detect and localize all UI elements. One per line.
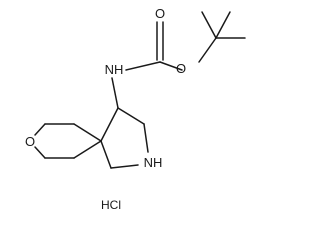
bond-tbu-c-ester-o <box>198 37 217 63</box>
bond-carbonyl-c-nh <box>125 61 161 71</box>
ring-oxygen-label: O <box>25 134 35 149</box>
bond-c3-n2 <box>143 123 149 153</box>
bond-tbu-c-methyl-top-left <box>201 11 217 39</box>
pyrrolidine-ring <box>100 107 149 169</box>
bond-spiro-c-upper <box>73 123 102 142</box>
chemical-structure: O O NH O NH HCl <box>25 6 246 212</box>
bond-o-lower-left <box>34 146 46 159</box>
bond-lower-spiro <box>73 140 102 159</box>
ester-oxygen-label: O <box>176 61 186 76</box>
bond-ester-o-carbonyl-c <box>159 61 183 71</box>
bond-spiro-c4 <box>100 107 119 142</box>
bond-nh-ring-c <box>111 77 119 109</box>
bond-c1-spiro <box>100 140 112 169</box>
hydrochloride-salt-label: HCl <box>101 198 121 212</box>
bond-upper-left-o <box>34 123 46 136</box>
carbonyl-oxygen-label: O <box>155 6 165 21</box>
tetrahydropyran-ring <box>34 123 102 159</box>
tert-butyl-group <box>198 11 246 63</box>
bond-tbu-c-methyl-top-right <box>215 11 231 39</box>
bond-n2-c1 <box>110 164 139 169</box>
ring-nitrogen-label: NH <box>144 155 163 170</box>
bond-c4-c3 <box>117 107 145 125</box>
carbamate-nitrogen-label: NH <box>105 62 124 77</box>
